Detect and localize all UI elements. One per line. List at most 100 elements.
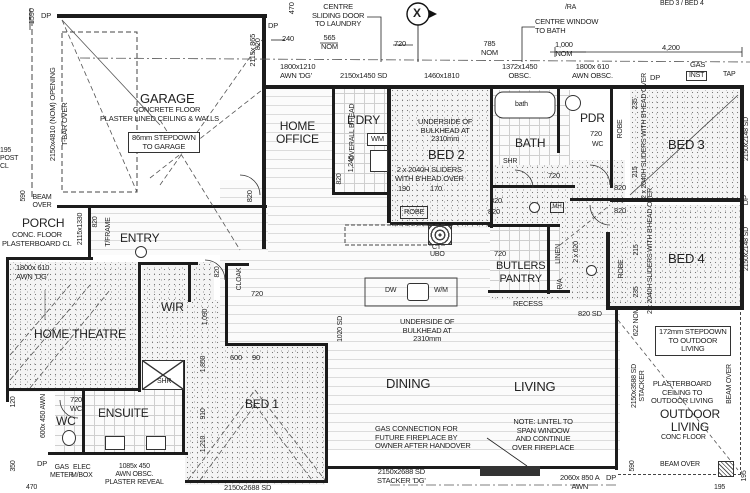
outdoor-beam-over-v: BEAM OVER — [726, 364, 733, 404]
oven-label: UBO — [430, 251, 445, 258]
porch-floor-label: CONC. FLOOR — [12, 230, 62, 239]
smoke-detector-icon-2 — [586, 265, 597, 276]
entry-door-820: 820 — [92, 216, 99, 228]
kitchen-sd-label: 1020 SD — [337, 316, 344, 342]
dp-bottom-right: DP — [606, 473, 617, 482]
pantry-right-wall — [547, 224, 550, 294]
bed4-dim-215: 215 — [633, 244, 640, 256]
dim-565: 565 NOM — [321, 33, 338, 51]
bed4-floor — [608, 205, 740, 310]
ensuite-window-label: 1085x 450 AWN OBSC. PLASTER REVEAL — [105, 463, 164, 486]
theatre-right-wall — [138, 262, 141, 392]
wir-dim-1090: 1,090 — [202, 308, 209, 326]
dim-785: 785 NOM — [481, 39, 498, 57]
home-theatre-floor — [8, 262, 138, 392]
elec-box-label: ELEC M/BOX — [71, 464, 93, 479]
lintel-note: NOTE: LINTEL TO SPAN WINDOW AND CONTINUE… — [512, 417, 575, 452]
living-right-wall — [615, 310, 618, 470]
bed3-dim-215: 215 — [632, 166, 639, 178]
garage-right-wall — [262, 14, 266, 249]
dp-garage-label: DP — [41, 11, 52, 20]
garage-floor-label: CONCRETE FLOOR — [133, 105, 201, 114]
bed1-right-wall — [325, 343, 328, 483]
bed2-sliders-note: 2 x 2040H SLIDERS WITH B'HEAD OVER — [395, 165, 464, 183]
top-exterior-wall — [266, 85, 744, 89]
garage-opening-label: 2150x4810 (NOM) OPENING — [47, 67, 57, 162]
bath-fixture-label: bath — [515, 101, 528, 108]
bed1-bottom-wall — [185, 480, 328, 483]
bed3-dim-235: 235 — [632, 98, 639, 110]
pantry-bottom-wall — [488, 290, 570, 293]
ensuite-bottom-wall — [48, 452, 188, 455]
bed3-sliders-label: 2 x 2040H SLIDERS WITH B'HEAD OVER — [641, 72, 648, 199]
ensuite-awn-window: 600x 450 AWN — [40, 393, 47, 439]
cloak-left-wall — [225, 263, 228, 298]
living-label: LIVING — [514, 379, 556, 394]
pdr-robe-wall — [610, 88, 613, 188]
bed4-robe-label: ROBE — [618, 259, 625, 279]
bed1-dim-910: 910 — [200, 408, 207, 420]
entry-light-icon — [135, 246, 147, 258]
wir-label: WIR — [161, 300, 184, 314]
bed2-label: BED 2 — [428, 147, 465, 162]
entry-right-wall — [88, 205, 91, 260]
garage-stepdown-note: 86mm STEPDOWN TO GARAGE — [128, 132, 200, 153]
dining-label: DINING — [386, 376, 431, 391]
pdr-wc-label: WC — [592, 141, 604, 148]
window-laundry: 2150x1450 SD — [340, 71, 388, 80]
dp-right-label: DP — [740, 195, 750, 206]
outdoor-post-icon — [718, 461, 734, 477]
ensuite-shower-icon — [142, 360, 184, 390]
laundry-bed2-wall — [387, 88, 391, 223]
bed1-left-wall — [225, 298, 228, 346]
ra-label: R/A — [557, 278, 564, 290]
dim-1590-label: 1590 — [26, 8, 36, 25]
cooktop-label: CT — [432, 244, 441, 251]
wir-right-wall — [188, 262, 191, 302]
recess-label: RECESS — [513, 299, 543, 308]
hall-door-820: 820 — [490, 196, 502, 205]
centre-sliding-note: CENTRE SLIDING DOOR TO LAUNDRY — [312, 2, 365, 28]
outdoor-dim-590: 590 — [629, 460, 636, 472]
bed4-label: BED 4 — [668, 251, 705, 266]
cloak-door-820: 820 — [214, 266, 221, 278]
dining-window-label: 2150x2688 SD STACKER 'DG' — [377, 467, 426, 485]
outdoor-living-area — [618, 312, 741, 475]
cloak-wall — [225, 263, 249, 266]
bed1-dim-600: 600 — [230, 353, 242, 362]
porch-ceiling-label: PLASTERBOARD CL — [2, 239, 72, 248]
outdoor-dim-622: 622 NOM — [633, 307, 640, 337]
dp-bottom-left: DP — [37, 459, 48, 468]
bed1-window-label: 2150x2688 SD — [224, 483, 272, 492]
theatre-left-wall — [6, 257, 9, 402]
dp-top-right: DP — [650, 73, 661, 82]
laundry-label: L'DRY — [347, 113, 381, 127]
porch-label: PORCH — [22, 216, 65, 230]
gas-fireplace-note: GAS CONNECTION FOR FUTURE FIREPLACE BY O… — [375, 424, 471, 450]
bed1-top-wall — [228, 343, 328, 346]
dim-350-label: 350 — [10, 460, 17, 472]
office-door-820: 820 — [336, 173, 343, 185]
gas-inst-label: INST — [686, 71, 708, 81]
top-cut-ra: /RA — [565, 4, 577, 11]
pantry-top-wall — [488, 224, 560, 227]
butlers-pantry-label: BUTLERS PANTRY — [496, 260, 546, 285]
manhole-icon: MH — [550, 202, 564, 213]
hall-stub-wall — [570, 198, 610, 201]
ensuite-label: ENSUITE — [98, 406, 149, 420]
smoke-detector-icon — [529, 202, 540, 213]
outdoor-stepdown-note: 172mm STEPDOWN TO OUTDOOR LIVING — [655, 326, 731, 356]
porch-beam-over: BEAM OVER — [32, 194, 52, 209]
bed3-robe-label: ROBE — [617, 119, 624, 139]
pantry-door-720: 720 — [494, 249, 506, 258]
bed1-dim-90: 90 — [252, 353, 260, 362]
bath-bed2-wall — [490, 88, 493, 228]
garage-door-820-label: 820 — [252, 38, 262, 51]
wir-top-wall — [138, 262, 198, 265]
dim-590-porch: 590 — [20, 190, 27, 202]
theatre-bottom-wall — [6, 388, 141, 391]
theatre-window-label: 1800x 610 AWN 'DG' — [16, 263, 50, 281]
bed4-robe-wall — [606, 232, 610, 307]
